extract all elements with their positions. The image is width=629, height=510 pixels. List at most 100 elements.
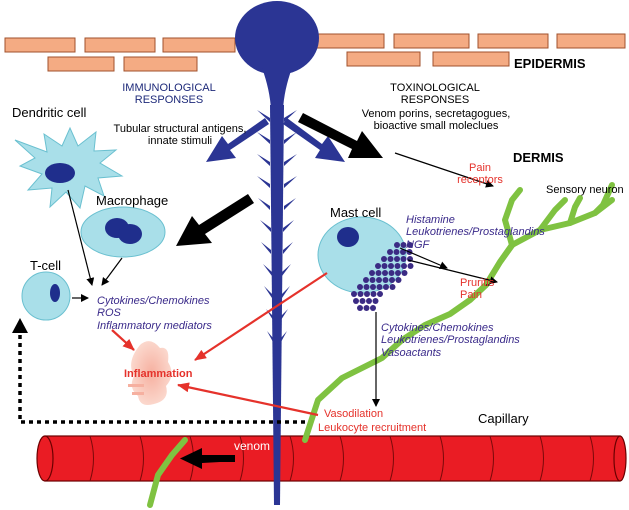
black-arrows [176, 113, 383, 469]
pruritis-pain-label: Pruritis Pain [460, 277, 494, 302]
immune-mediators: Cytokines/Chemokines ROS Inflammatory me… [97, 295, 212, 332]
granule [363, 277, 369, 283]
granule [394, 256, 400, 262]
granule [381, 263, 388, 269]
pain-receptors-line1: Pain [468, 162, 492, 174]
capillary-vessel [36, 435, 627, 482]
dendritic-cell [14, 126, 124, 210]
granule [395, 270, 401, 276]
inflammation-zone [128, 341, 172, 405]
mediator-histamine: Histamine [406, 214, 455, 226]
sensory-neuron [147, 182, 615, 508]
granule [387, 256, 394, 262]
recruitment-feedback-arrow [18, 330, 305, 424]
dendritic-cell-label: Dendritic cell [12, 105, 87, 120]
granule [400, 242, 407, 248]
granule [357, 291, 364, 297]
red-arrows [111, 272, 328, 417]
immunological-line2: RESPONSES [134, 94, 204, 107]
granule [389, 277, 395, 283]
thin-arrows [67, 152, 498, 407]
granule [376, 284, 383, 290]
granule [357, 284, 363, 290]
toxinological-detail1: Venom porins, secretagogues, [361, 108, 511, 120]
granule [359, 298, 366, 304]
granule [369, 270, 375, 276]
granule [382, 277, 389, 283]
mediator-leukotrienes-a: Leukotrienes/Prostaglandins [406, 226, 545, 239]
sensory-neuron-label: Sensory neuron [546, 184, 624, 196]
granule [372, 298, 379, 304]
immunological-responses-label: IMMUNOLOGICAL RESPONSES [114, 82, 224, 107]
granule [401, 263, 407, 269]
granule [370, 284, 376, 290]
mast-mediators-primary: Histamine Leukotrienes/Prostaglandins NG… [406, 214, 545, 251]
toxinological-responses-label: TOXINOLOGICAL RESPONSES [360, 82, 510, 107]
granule [393, 249, 400, 255]
immunological-detail1: Tubular structural antigens, [113, 123, 247, 135]
mediator-vasoactants: Vasoactants [381, 346, 442, 359]
macrophage-label: Macrophage [96, 193, 169, 208]
toxinological-detail: Venom porins, secretagogues, bioactive s… [348, 108, 524, 133]
epidermis-label: EPIDERMIS [514, 56, 586, 71]
venom-label: venom [234, 439, 271, 453]
granule [364, 291, 370, 297]
pain-receptors-line2: receptors [457, 174, 503, 187]
pain-text: Pain [460, 289, 483, 302]
granule [370, 305, 376, 311]
mast-cell-granules [351, 242, 414, 311]
granule [395, 277, 402, 283]
granule [407, 263, 414, 269]
mediator-cytokines: Cytokines/Chemokines [97, 295, 210, 307]
granule [363, 284, 370, 290]
epidermis-bricks [4, 33, 626, 72]
granule [363, 305, 370, 311]
granule [381, 256, 387, 262]
mast-cell-label: Mast cell [330, 205, 382, 220]
pain-receptors-label: Pain receptors [445, 162, 515, 187]
granule [394, 263, 401, 269]
granule [377, 291, 383, 297]
granule [375, 270, 382, 276]
granule [383, 284, 389, 290]
pruritis-text: Pruritis [460, 277, 495, 289]
immunological-detail2: innate stimuli [147, 135, 213, 148]
granule [370, 291, 377, 297]
granule [388, 270, 395, 276]
granule [382, 270, 388, 276]
dermis-label: DERMIS [513, 150, 564, 165]
toxinological-line1: TOXINOLOGICAL [390, 82, 480, 94]
immunological-detail: Tubular structural antigens, innate stim… [95, 123, 265, 148]
spine-blue-arrows [206, 118, 345, 162]
granule [388, 263, 394, 269]
granule [407, 242, 413, 248]
granule [376, 277, 382, 283]
toxinological-detail2: bioactive small moleclues [373, 120, 499, 133]
toxinological-line2: RESPONSES [400, 94, 470, 107]
t-cell [21, 271, 71, 321]
granule [353, 298, 359, 304]
granule [351, 291, 357, 297]
mediator-ngf: NGF [406, 238, 430, 251]
inflammation-label: Inflammation [124, 368, 193, 380]
granule [400, 256, 407, 262]
vasodilation-label: Vasodilation [324, 408, 384, 420]
mast-mediators-secondary: Cytokines/Chemokines Leukotrienes/Prosta… [381, 322, 520, 359]
granule [366, 298, 372, 304]
granule [375, 263, 381, 269]
feedback-arrowhead [12, 318, 28, 333]
granule [401, 270, 408, 276]
macrophage-cell [80, 206, 166, 258]
granule [387, 249, 393, 255]
granule [394, 242, 400, 248]
mediator-ros: ROS [97, 307, 121, 320]
mediator-inflammatory: Inflammatory mediators [97, 319, 212, 332]
granule [357, 305, 363, 311]
immunological-line1: IMMUNOLOGICAL [122, 82, 216, 94]
mediator-leukotrienes-b: Leukotrienes/Prostaglandins [381, 334, 520, 347]
mediator-cytokines-b: Cytokines/Chemokines [381, 322, 494, 334]
granule [369, 277, 376, 283]
leukocyte-recruitment-label: Leukocyte recruitment [318, 422, 427, 434]
